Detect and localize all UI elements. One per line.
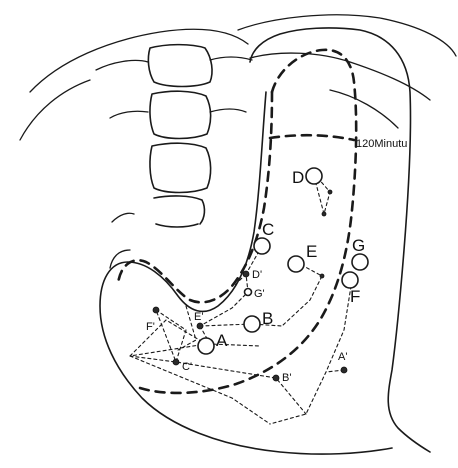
point-d-lower (322, 212, 326, 216)
label-g: G (352, 236, 365, 255)
point-d-prime (243, 271, 249, 277)
point-a-prime (341, 367, 347, 373)
label-d: D (292, 168, 304, 187)
point-b-prime (273, 375, 279, 381)
label-c-prime: C' (182, 361, 192, 373)
label-f: F (350, 287, 360, 306)
ring-d (306, 168, 322, 184)
label-e-prime: E' (194, 311, 203, 323)
label-b-prime: B' (282, 372, 291, 384)
label-e: E (306, 242, 317, 261)
label-f-prime: F' (146, 321, 155, 333)
point-g-prime (245, 289, 252, 296)
point-c-prime (173, 359, 179, 365)
ring-f (342, 272, 358, 288)
ring-a (198, 338, 214, 354)
measurement-points (153, 190, 347, 381)
label-g-prime: G' (254, 288, 265, 300)
ring-g (352, 254, 368, 270)
dashed-stomach-outline (118, 50, 356, 393)
point-d-small (328, 190, 332, 194)
point-f-prime (153, 307, 159, 313)
ring-b (244, 316, 260, 332)
connector-lines (130, 176, 352, 424)
label-c: C (262, 220, 274, 239)
label-a: A (216, 331, 228, 350)
time-annotation: 120Minutu (356, 138, 407, 150)
ring-c (254, 238, 270, 254)
label-a-prime: A' (338, 351, 347, 363)
point-e-lower (320, 274, 324, 278)
label-d-prime: D' (252, 269, 262, 281)
vertebral-column (96, 45, 252, 227)
label-b: B (262, 309, 273, 328)
point-e-prime (197, 323, 203, 329)
ring-e (288, 256, 304, 272)
measurement-rings (198, 168, 368, 354)
